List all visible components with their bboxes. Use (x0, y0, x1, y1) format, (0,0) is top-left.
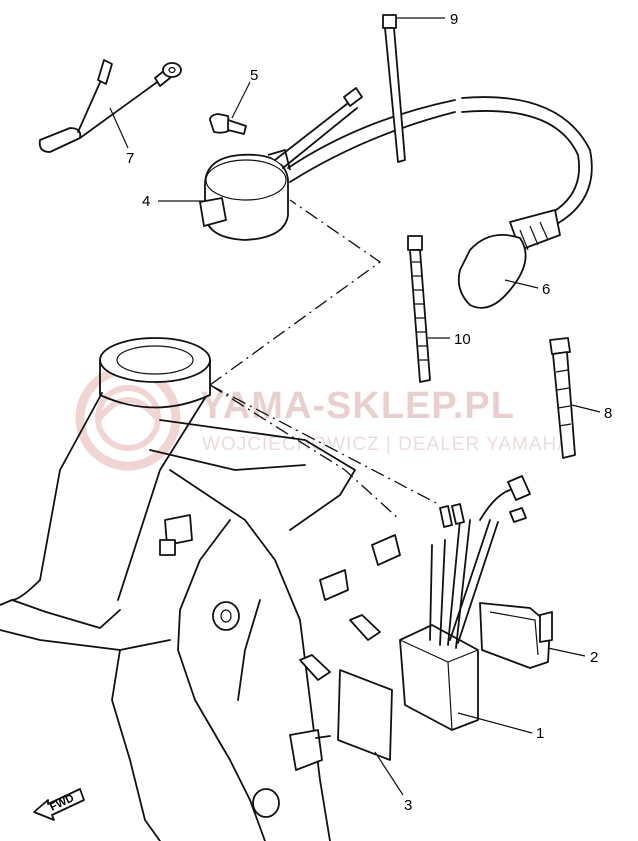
cdi-bracket (479, 602, 553, 669)
cable-tie-middle (407, 235, 431, 383)
watermark-title: YAMA-SKLEP.PL (200, 385, 515, 427)
watermark-logo-icon (75, 365, 181, 471)
callout-5: 5 (250, 67, 258, 84)
cable-band (549, 337, 576, 459)
callout-labels: 1 2 3 4 5 6 7 8 9 10 (126, 11, 612, 814)
callout-3: 3 (404, 797, 412, 814)
callout-10: 10 (454, 331, 471, 348)
cdi-unit (399, 475, 531, 731)
callout-6: 6 (542, 281, 550, 298)
ground-lead (38, 59, 182, 153)
fwd-direction-indicator: FWD (33, 788, 85, 821)
leader-lines (109, 17, 601, 796)
callout-7: 7 (126, 150, 134, 167)
callout-4: 4 (142, 193, 150, 210)
watermark-subtitle: WOJCIECHOWICZ | DEALER YAMAHA (202, 434, 571, 455)
callout-9: 9 (450, 11, 458, 28)
cable-tie-top (382, 14, 406, 163)
callout-8: 8 (604, 405, 612, 422)
spark-plug-cap-lead (287, 96, 593, 309)
watermark: YAMA-SKLEP.PL WOJCIECHOWICZ | DEALER YAM… (75, 365, 571, 471)
frame-structure (0, 199, 441, 841)
ignition-coil (199, 87, 363, 241)
rubber-pad (337, 669, 393, 761)
callout-1: 1 (536, 725, 544, 742)
coil-bolt (209, 113, 247, 135)
callout-2: 2 (590, 649, 598, 666)
fwd-arrow-icon (33, 788, 85, 821)
